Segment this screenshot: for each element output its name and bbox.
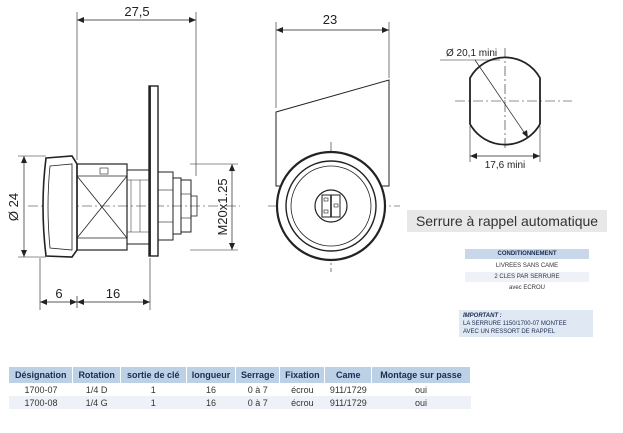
technical-drawing: 27,5 Ø 24 6 16 M20x1.25 23 Ø 20,1 mini 1… — [6, 4, 572, 310]
body-cross-2 — [76, 175, 128, 239]
cutout-view — [440, 48, 572, 162]
table-cell: 911/1729 — [324, 383, 372, 396]
table-row: 1700-07 1/4 D 1 16 0 à 7 écrou 911/1729 … — [9, 383, 471, 396]
dim-diameter-left: Ø 24 — [6, 193, 21, 221]
dim-body-length: 16 — [106, 286, 120, 301]
table-row: 1700-08 1/4 G 1 16 0 à 7 écrou 911/1729 … — [9, 396, 471, 409]
col-header: Serrage — [235, 367, 281, 383]
bezel-inner — [47, 163, 73, 251]
col-header: Désignation — [9, 367, 74, 383]
table-cell: 1/4 D — [72, 383, 121, 396]
table-cell: écrou — [279, 396, 325, 409]
col-header: Rotation — [72, 367, 121, 383]
important-title: IMPORTANT : — [463, 313, 502, 319]
col-header: Montage sur passe — [371, 367, 471, 383]
table-cell: 0 à 7 — [235, 383, 280, 396]
conditionnement-row: LIVREES SANS CAME — [495, 263, 559, 269]
table-cell: 911/1729 — [324, 396, 372, 409]
important-note: IMPORTANT : LA SERRURE 1150/1700-07 MONT… — [459, 310, 593, 337]
table-cell: oui — [371, 396, 471, 409]
key-cylinder — [314, 189, 348, 223]
side-view — [18, 12, 240, 310]
table-cell: 16 — [186, 396, 236, 409]
conditionnement-row: 2 CLES PAR SERRURE — [465, 272, 589, 282]
conditionnement-row: avec ECROU — [508, 285, 545, 291]
col-header: sortie de clé — [120, 367, 187, 383]
important-line: LA SERRURE 1150/1700-07 MONTEE — [463, 321, 567, 327]
spec-table: Désignation Rotation sortie de clé longu… — [9, 367, 471, 409]
dim-width-min: 17,6 mini — [485, 160, 526, 171]
dim-line-cutout-diameter — [474, 59, 529, 139]
dim-diameter-min: Ø 20,1 mini — [446, 48, 497, 59]
table-cell: 1 — [120, 383, 187, 396]
table-cell: oui — [371, 383, 471, 396]
table-cell: 1/4 G — [72, 396, 121, 409]
dim-thread: M20x1.25 — [215, 178, 230, 235]
table-cell: écrou — [279, 383, 325, 396]
dim-flange: 6 — [55, 286, 62, 301]
dim-width-side: 23 — [323, 12, 337, 27]
front-bezel-inner — [285, 160, 377, 252]
dim-total-length: 27,5 — [124, 4, 149, 19]
col-header: Fixation — [279, 367, 326, 383]
table-cell: 1700-07 — [9, 383, 73, 396]
product-title: Serrure à rappel automatique — [407, 210, 607, 232]
col-header: Came — [324, 367, 373, 383]
front-view — [268, 22, 400, 272]
table-cell: 0 à 7 — [235, 396, 280, 409]
table-header-row: Désignation Rotation sortie de clé longu… — [9, 367, 471, 383]
table-cell: 1 — [120, 396, 187, 409]
conditionnement-header: CONDITIONNEMENT — [465, 249, 589, 259]
thread-section — [126, 169, 150, 245]
table-cell: 1700-08 — [9, 396, 73, 409]
col-header: longueur — [186, 367, 237, 383]
important-line: AVEC UN RESSORT DE RAPPEL — [463, 329, 556, 335]
mounting-flange — [148, 85, 159, 257]
table-cell: 16 — [186, 383, 236, 396]
